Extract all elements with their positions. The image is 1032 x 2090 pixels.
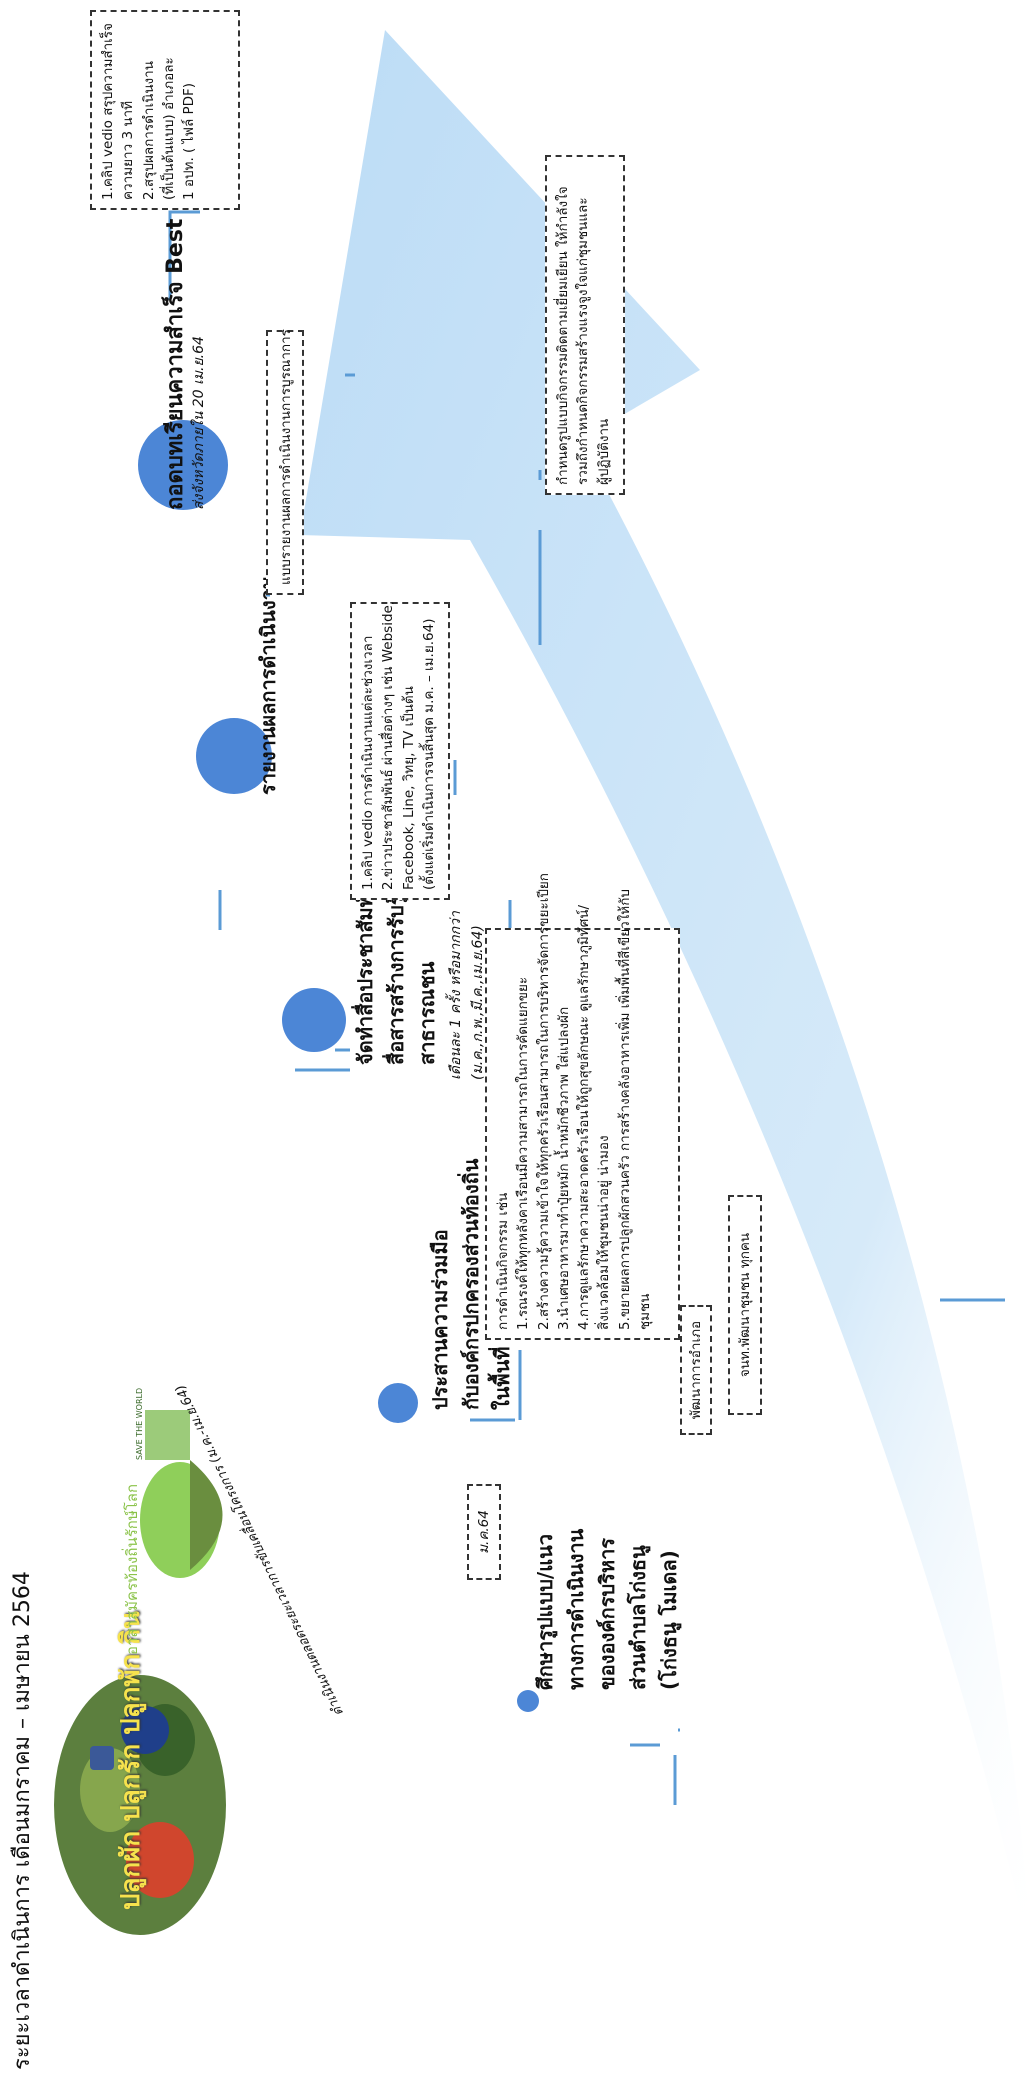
report-form-box: แบบรายงานผลการดำเนินงานการบูรณาการ — [266, 329, 304, 595]
media-line: (ตั้งแต่เริ่มดำเนินการจนสิ้นสุด ม.ค. – เ… — [420, 618, 437, 890]
media-line: Facebook, Line, วิทยุ, TV เป็นต้น — [400, 686, 417, 890]
activities-line: ชุมชน — [636, 1293, 653, 1330]
activities-line: การดำเนินกิจกรรม เช่น — [495, 1192, 511, 1330]
step-1-marker — [517, 1690, 539, 1712]
media-box: 1.คลิป vedio การดำเนินงานแต่ละช่วงเวลา 2… — [350, 600, 450, 900]
activities-box: การดำเนินกิจกรรม เช่น 1.รณรงค์ให้ทุกหลัง… — [485, 873, 680, 1340]
activities-line: 1.รณรงค์ให้ทุกหลังคาเรือนมีความสามารถในก… — [515, 976, 532, 1330]
step-3-frequency: เดือนละ 1 ครั้ง หรือมากกว่า (ม.ค.,ก.พ.,ม… — [445, 911, 490, 1080]
note-district-dev: พัฒนาการอำเภอ — [680, 1305, 712, 1435]
step-3-frequency-line: เดือนละ 1 ครั้ง หรือมากกว่า — [448, 911, 464, 1080]
step-1-line: ส่วนตำบลโก่งธนู — [626, 1545, 650, 1690]
logo-image — [54, 1675, 226, 1935]
monitoring-line: ผู้ปฏิบัติงาน — [595, 418, 612, 485]
step-1-line: ศึกษารูปแบบ/แนว — [533, 1533, 557, 1690]
best-practice-box: 1.คลิป vedio สรุปความสำเร็จ ความยาว 3 นา… — [90, 10, 240, 210]
activities-line: 5.ขยายผลการปลูกผักสวนครัว การสร้างคลังอา… — [616, 889, 633, 1330]
media-line: 2.ข่าวประชาสัมพันธ์ ผ่านสื่อต่างๆ เช่น W… — [380, 600, 397, 890]
note-community-officers: จนท.พัฒนาชุมชน ทุกคน — [728, 1195, 762, 1415]
activities-line: สิ่งแวดล้อมให้ชุมชนน่าอยู่ น่ามอง — [596, 1135, 613, 1330]
activities-line: 2.สร้างความรู้ความเข้าใจให้ทุกครัวเรือนส… — [535, 873, 552, 1330]
logo-illustration: SAVE THE WORLD — [130, 1380, 270, 1610]
best-practice-line: 1.คลิป vedio สรุปความสำเร็จ — [100, 23, 116, 200]
plant-illustration — [140, 1410, 223, 1578]
report-form-line: แบบรายงานผลการดำเนินงานการบูรณาการ — [278, 329, 294, 585]
best-practice-line: (ที่เป็นต้นแบบ) อำเภอละ — [160, 57, 177, 200]
monitoring-line: กำหนดรูปแบบกิจกรรมติดตามเยี่ยมเยียน ให้ก… — [555, 186, 571, 485]
activities-line: 4.การดูแลรักษาความสะอาดครัวเรือนให้ถูกสุ… — [576, 904, 592, 1330]
step-4-label: รายงานผลการดำเนินงาน — [256, 575, 280, 795]
step-1-line: (โก่งธนู โมเดล) — [657, 1550, 681, 1690]
best-practice-line: 1 อปท. ( ไฟล์ PDF) — [181, 82, 197, 200]
media-line: 1.คลิป vedio การดำเนินงานแต่ละช่วงเวลา — [360, 635, 376, 890]
best-practice-line: ความยาว 3 นาที — [120, 100, 137, 200]
step-1-line: ทางการดำเนินงาน — [564, 1528, 588, 1690]
step-1-label: ศึกษารูปแบบ/แนว ทางการดำเนินงาน ขององค์ก… — [530, 1529, 685, 1690]
step-5-deadline: ส่งจังหวัดภายใน 20 เม.ย.64 — [191, 336, 207, 510]
monitoring-line: รวมถึงกำหนดกิจกรรมสร้างแรงจูงใจแก่ชุมชนแ… — [575, 197, 592, 485]
step-2-line: ประสานความร่วมมือ — [428, 1229, 452, 1410]
step-3-marker — [282, 988, 346, 1052]
step-2-line: กับองค์กรปกครองส่วนท้องถิ่น — [459, 1158, 483, 1410]
step-2-marker — [378, 1383, 418, 1423]
monitoring-box: กำหนดรูปแบบกิจกรรมติดตามเยี่ยมเยียน ให้ก… — [545, 155, 625, 495]
best-practice-line: 2.สรุปผลการดำเนินงาน — [140, 61, 157, 200]
step-1-line: ขององค์กรบริหาร — [595, 1537, 619, 1690]
step-1-date: ม.ค.64 — [467, 1484, 501, 1580]
activities-line: 3.นำเศษอาหารมาทำปุ๋ยหมัก น้ำหมักชีวภาพ ใ… — [555, 1006, 572, 1330]
project-logo: ปลูกผัก ปลูกรัก ปลูกพัก กิน — [50, 1611, 230, 1940]
